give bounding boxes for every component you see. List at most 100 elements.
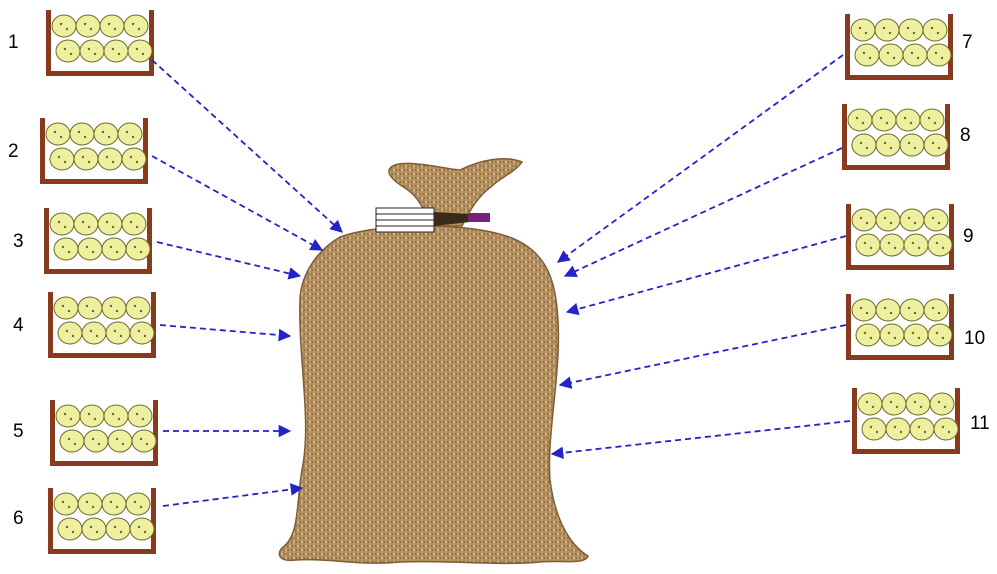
egg-crate-5 xyxy=(50,400,158,466)
egg xyxy=(875,19,899,41)
egg xyxy=(900,209,924,231)
egg xyxy=(852,209,876,231)
egg xyxy=(882,393,906,415)
egg xyxy=(852,299,876,321)
egg xyxy=(104,40,128,62)
crate-number-2: 2 xyxy=(8,141,19,162)
arrow-2 xyxy=(152,156,322,250)
egg xyxy=(896,109,920,131)
egg xyxy=(54,493,78,515)
egg xyxy=(80,405,104,427)
egg xyxy=(852,134,876,156)
egg xyxy=(851,19,875,41)
egg xyxy=(102,297,126,319)
egg xyxy=(132,430,156,452)
egg xyxy=(927,44,951,66)
crate-number-4: 4 xyxy=(13,315,24,336)
egg xyxy=(126,238,150,260)
egg xyxy=(104,405,128,427)
egg-crate-2 xyxy=(40,118,148,184)
egg xyxy=(124,15,148,37)
crate-number-9: 9 xyxy=(963,226,974,247)
egg xyxy=(122,148,146,170)
egg xyxy=(106,322,130,344)
egg xyxy=(56,405,80,427)
arrow-6 xyxy=(163,488,302,506)
egg xyxy=(128,405,152,427)
egg xyxy=(102,493,126,515)
egg xyxy=(78,493,102,515)
egg xyxy=(82,518,106,540)
egg xyxy=(904,324,928,346)
egg xyxy=(924,299,948,321)
egg xyxy=(126,297,150,319)
egg xyxy=(126,493,150,515)
egg-crate-11 xyxy=(852,388,960,454)
arrow-8 xyxy=(565,148,842,276)
crate-number-3: 3 xyxy=(13,231,24,252)
egg xyxy=(930,393,954,415)
arrow-7 xyxy=(558,55,843,262)
egg xyxy=(886,418,910,440)
egg xyxy=(906,393,930,415)
egg xyxy=(900,134,924,156)
egg xyxy=(74,213,98,235)
arrow-10 xyxy=(560,325,846,385)
egg xyxy=(920,109,944,131)
egg xyxy=(78,238,102,260)
crate-number-11: 11 xyxy=(970,413,990,434)
egg xyxy=(94,123,118,145)
egg xyxy=(855,44,879,66)
egg xyxy=(876,134,900,156)
egg-crate-8 xyxy=(842,104,950,170)
egg xyxy=(74,148,98,170)
egg xyxy=(100,15,124,37)
egg xyxy=(50,148,74,170)
crate-number-6: 6 xyxy=(13,508,24,529)
egg xyxy=(904,234,928,256)
arrow-11 xyxy=(552,421,850,454)
egg xyxy=(60,430,84,452)
egg xyxy=(54,238,78,260)
egg xyxy=(130,518,154,540)
egg xyxy=(54,297,78,319)
egg-crate-6 xyxy=(48,488,156,554)
egg xyxy=(82,322,106,344)
egg xyxy=(856,324,880,346)
crate-number-1: 1 xyxy=(8,32,19,53)
egg xyxy=(98,213,122,235)
egg xyxy=(78,297,102,319)
egg xyxy=(910,418,934,440)
egg xyxy=(102,238,126,260)
arrow-9 xyxy=(567,236,846,312)
egg xyxy=(122,213,146,235)
egg xyxy=(928,234,952,256)
egg xyxy=(876,299,900,321)
egg xyxy=(106,518,130,540)
egg xyxy=(934,418,958,440)
egg xyxy=(880,324,904,346)
egg xyxy=(76,15,100,37)
egg xyxy=(128,40,152,62)
arrow-3 xyxy=(157,242,300,276)
crate-number-8: 8 xyxy=(960,125,971,146)
egg xyxy=(928,324,952,346)
egg xyxy=(872,109,896,131)
egg-crate-9 xyxy=(846,204,954,270)
egg xyxy=(848,109,872,131)
crate-number-7: 7 xyxy=(962,32,973,53)
egg xyxy=(924,209,948,231)
egg xyxy=(923,19,947,41)
egg xyxy=(862,418,886,440)
egg xyxy=(84,430,108,452)
egg xyxy=(98,148,122,170)
egg xyxy=(130,322,154,344)
egg-crate-1 xyxy=(46,10,154,76)
egg xyxy=(903,44,927,66)
egg xyxy=(56,40,80,62)
egg xyxy=(46,123,70,145)
arrow-1 xyxy=(152,60,342,232)
egg xyxy=(118,123,142,145)
egg xyxy=(899,19,923,41)
egg xyxy=(924,134,948,156)
